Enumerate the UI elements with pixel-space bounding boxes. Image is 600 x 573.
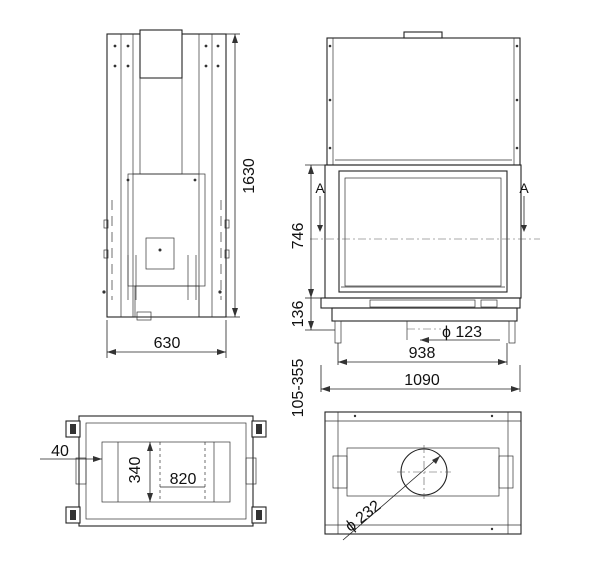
dim-flue-diameter-top: ϕ 232 xyxy=(342,497,384,535)
top-view-right: ϕ 232 xyxy=(324,411,522,541)
dim-leg-range: 105-355 xyxy=(290,359,307,418)
dim-width-inner: 938 xyxy=(409,345,436,362)
dim-height-base: 136 xyxy=(290,301,307,328)
dim-width-total: 1090 xyxy=(404,372,440,389)
dim-flue-diameter-front: ϕ 123 xyxy=(442,324,482,341)
dim-width-side: 630 xyxy=(154,335,181,352)
dim-height-opening: 746 xyxy=(290,223,307,250)
section-marker-right: A xyxy=(519,180,529,196)
side-view: 1630 630 xyxy=(102,29,258,358)
front-view: A A 746 136 105-355 ϕ 123 938 xyxy=(290,31,540,418)
dim-top-40: 40 xyxy=(51,443,69,460)
dim-top-820: 820 xyxy=(170,471,197,488)
section-marker-left: A xyxy=(315,180,325,196)
top-view-left: 40 340 820 xyxy=(40,415,267,527)
dim-height-total: 1630 xyxy=(241,158,258,194)
dim-top-340: 340 xyxy=(127,457,144,484)
